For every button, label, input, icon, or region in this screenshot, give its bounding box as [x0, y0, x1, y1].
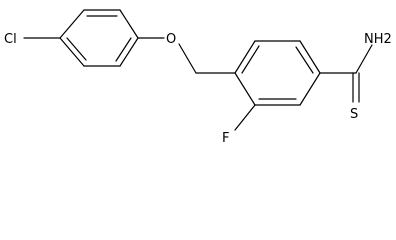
- bond: [234, 72, 256, 106]
- bond: [119, 37, 139, 67]
- bond: [299, 72, 321, 106]
- bond: [234, 104, 256, 131]
- fluorine-label: F: [222, 131, 229, 146]
- bond: [299, 40, 321, 74]
- bond: [355, 44, 373, 74]
- double-bond-inner: [295, 46, 314, 74]
- double-bond-inner: [241, 45, 260, 74]
- bond: [234, 40, 256, 74]
- chlorine-label: Cl: [4, 32, 17, 47]
- bond: [119, 9, 139, 39]
- double-bond-inner: [115, 37, 132, 62]
- amine-label: NH2: [364, 32, 392, 47]
- bond: [59, 9, 85, 39]
- chlorophenyl-ring: [59, 9, 139, 67]
- sulfur-label: S: [350, 107, 358, 122]
- bond: [59, 37, 85, 67]
- double-bond-inner: [66, 37, 87, 61]
- fluorophenyl-ring: [234, 40, 321, 106]
- bond: [178, 43, 197, 74]
- chemical-structure-diagram: Cl O F NH2 S: [4, 9, 392, 146]
- oxygen-label: O: [166, 32, 176, 47]
